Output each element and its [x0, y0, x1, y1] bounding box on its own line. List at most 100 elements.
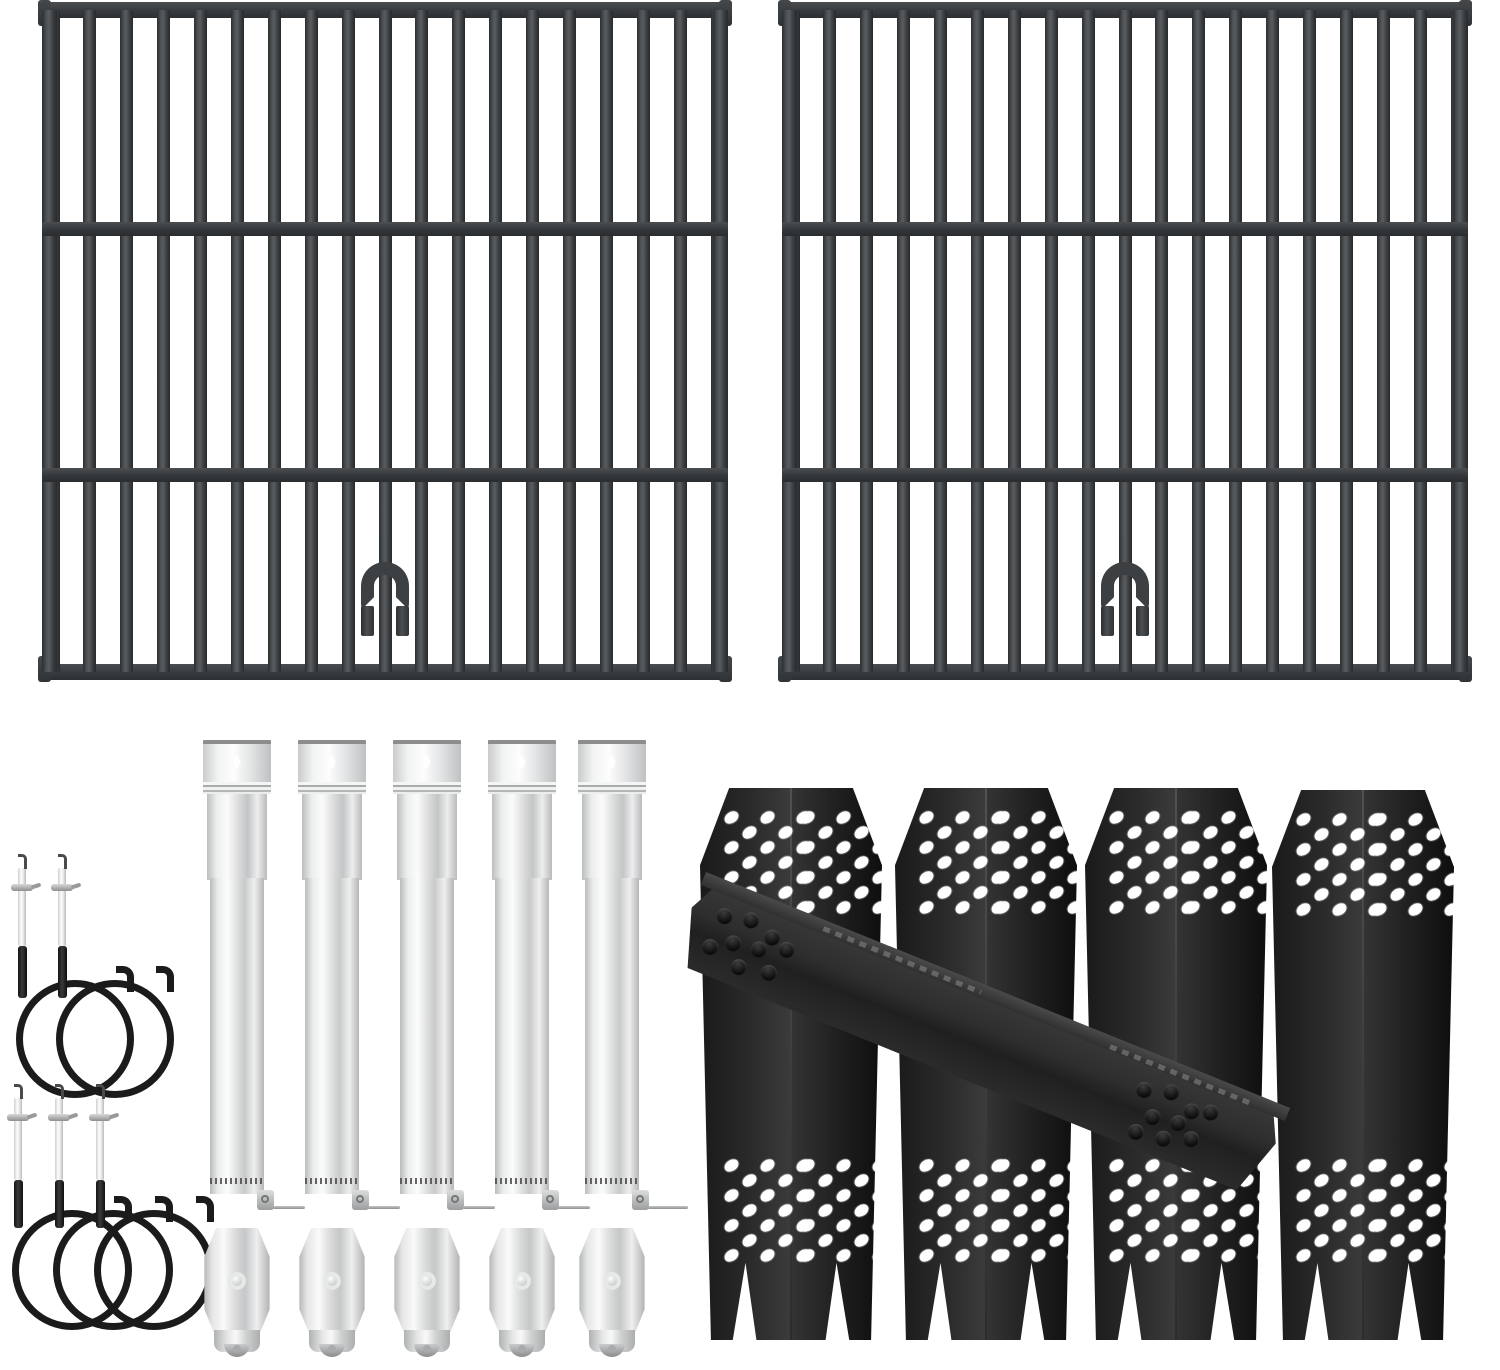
burner-foot-cap: [318, 1344, 345, 1357]
burner-collar-rings: [393, 782, 461, 794]
grate-bar: [267, 10, 281, 672]
grate-bar: [934, 10, 948, 672]
electrode-wire-terminal: [116, 966, 134, 992]
burner-port-ring: [399, 1178, 455, 1184]
grate-bar: [1192, 10, 1206, 672]
burner-crossover-wire: [273, 1206, 305, 1209]
grate-bar: [1229, 10, 1243, 672]
grate-cross-bar: [782, 468, 1468, 482]
burner-diamond-port: [607, 754, 616, 770]
electrode-wire-sheath: [58, 946, 67, 998]
burner-collar-rings: [203, 782, 271, 794]
grate-handle-notch: [361, 562, 409, 610]
grate-bar: [1339, 10, 1353, 672]
burner-crossover-wire: [463, 1206, 495, 1209]
burner-head-plate: [393, 740, 461, 786]
grate-bar: [897, 10, 911, 672]
grate-frame-bottom: [42, 664, 728, 680]
burner-tube-body: [209, 878, 265, 1194]
electrode-ceramic-body: [55, 1098, 63, 1180]
grate-bar: [83, 10, 97, 672]
electrode-ceramic-body: [96, 1098, 104, 1180]
grate-bar: [230, 10, 244, 672]
burner-tube-body: [304, 878, 360, 1194]
burner-tube-1: [203, 740, 305, 1360]
grate-bar: [157, 10, 171, 672]
electrode-wire-terminal: [156, 966, 174, 992]
electrode-wire-loop: [94, 1210, 214, 1330]
burner-taper-neck: [582, 794, 642, 880]
burner-port-ring: [304, 1178, 360, 1184]
electrode-wire-terminal: [155, 1196, 173, 1222]
electrode-ceramic-body: [14, 1098, 22, 1180]
burner-foot-cap: [223, 1344, 250, 1357]
electrode-mounting-collar: [89, 1114, 111, 1121]
grate-bar: [1081, 10, 1095, 672]
electrode-wire-loop: [56, 980, 174, 1098]
electrode-mounting-collar: [51, 884, 73, 891]
burner-gas-orifice: [513, 1272, 531, 1290]
burner-diamond-port: [232, 754, 241, 770]
burner-port-ring: [209, 1178, 265, 1184]
electrode-wire-terminal: [196, 1196, 214, 1222]
grate-handle-leg: [1101, 606, 1114, 636]
burner-taper-neck: [302, 794, 362, 880]
electrode-ceramic-body: [18, 868, 26, 946]
electrode-mounting-collar: [48, 1114, 70, 1121]
igniter-electrode: [46, 848, 226, 1108]
grate-bar: [673, 10, 687, 672]
grate-bar: [562, 10, 576, 672]
burner-crossover-bracket: [447, 1190, 464, 1210]
burner-head-plate: [578, 740, 646, 786]
electrode-spark-tip: [18, 854, 27, 869]
heat-plate-right-face: [1176, 788, 1267, 1340]
grate-bar: [526, 10, 540, 672]
burner-crossover-wire: [368, 1206, 400, 1209]
grate-bar: [1118, 10, 1132, 672]
burner-diamond-port: [327, 754, 336, 770]
grate-bar: [1302, 10, 1316, 672]
burner-taper-neck: [492, 794, 552, 880]
burner-tube-body: [584, 878, 640, 1194]
electrode-wire-terminal: [114, 1196, 132, 1222]
burner-port-ring: [494, 1178, 550, 1184]
burner-crossover-wire: [648, 1206, 688, 1209]
electrode-wire-sheath: [14, 1180, 23, 1228]
cooking-grate-left: [38, 0, 732, 682]
burner-head-plate: [488, 740, 556, 786]
electrode-mounting-collar: [7, 1114, 29, 1121]
burner-head-plate: [203, 740, 271, 786]
burner-port-ring: [584, 1178, 640, 1184]
burner-end-cap: [588, 1330, 636, 1357]
grate-side-rail: [1453, 10, 1468, 672]
grate-bar: [1155, 10, 1169, 672]
grate-bar: [1044, 10, 1058, 672]
electrode-spark-tip: [14, 1084, 23, 1099]
grate-bar: [415, 10, 429, 672]
grate-bar: [1413, 10, 1427, 672]
grate-bar: [970, 10, 984, 672]
heat-plate-right-face: [791, 788, 882, 1340]
grate-cross-bar: [42, 222, 728, 236]
grate-handle-leg: [361, 606, 374, 636]
grate-bar: [452, 10, 466, 672]
burner-tube-body: [399, 878, 455, 1194]
cooking-grate-right: [778, 0, 1472, 682]
burner-tube-5: [578, 740, 688, 1360]
grate-bar: [378, 10, 392, 672]
burner-gas-orifice: [228, 1272, 246, 1290]
electrode-spark-tip: [96, 1084, 105, 1099]
burner-crossover-bracket: [542, 1190, 559, 1210]
burner-tube-body: [494, 878, 550, 1194]
electrode-group-upper: [6, 848, 226, 1128]
burner-crossover-bracket: [632, 1190, 649, 1210]
burner-end-cap: [308, 1330, 356, 1357]
electrode-wire-sheath: [18, 946, 27, 998]
grate-handle-leg: [396, 606, 409, 636]
grate-handle-notch: [1101, 562, 1149, 610]
grate-bar: [599, 10, 613, 672]
burner-diamond-port: [517, 754, 526, 770]
electrode-wire-sheath: [55, 1180, 64, 1228]
burner-collar-rings: [298, 782, 366, 794]
grate-bar-field: [782, 10, 1468, 672]
